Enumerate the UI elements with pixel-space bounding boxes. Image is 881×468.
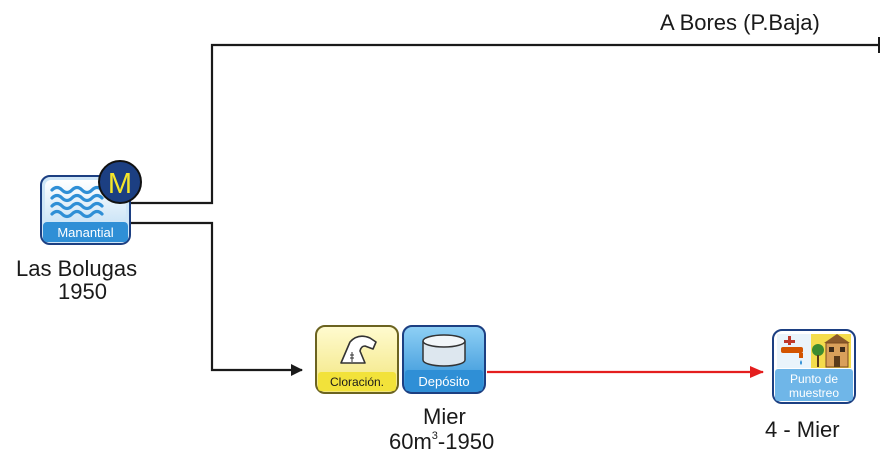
capacity-superscript: 3 (431, 430, 438, 442)
capacity-suffix: -1950 (437, 429, 495, 454)
pipe-to-mier (130, 221, 303, 376)
house-icon (812, 334, 850, 368)
destination-label: A Bores (P.Baja) (660, 10, 820, 35)
water-waves-icon (50, 185, 104, 219)
capacity-prefix: 60m (389, 429, 432, 454)
chlorination-label: Cloración. (330, 375, 384, 389)
chlorinator-icon (340, 335, 377, 364)
sampling-point-icon[interactable]: Punto de muestreo (772, 329, 856, 404)
source-name: Las Bolugas (16, 256, 138, 281)
badge-letter: M (108, 168, 132, 200)
spring-icon[interactable]: Manantial (40, 175, 131, 245)
treatment-capacity: 60m3-1950 (389, 431, 494, 453)
municipal-badge: M (98, 160, 142, 204)
sampling-label-line2: muestreo (789, 386, 839, 400)
treatment-name: Mier (423, 404, 466, 429)
sampling-name: 4 - Mier (765, 417, 840, 442)
tap-icon (781, 336, 803, 365)
deposit-label: Depósito (418, 374, 469, 389)
chlorination-icon[interactable]: Cloración. (315, 325, 399, 394)
sampling-label-line1: Punto de (790, 372, 838, 386)
source-year: 1950 (58, 279, 107, 304)
pipe-to-bores (130, 43, 879, 205)
tank-icon (422, 334, 466, 367)
deposit-icon[interactable]: Depósito (402, 325, 486, 394)
spring-type-label: Manantial (57, 225, 113, 240)
